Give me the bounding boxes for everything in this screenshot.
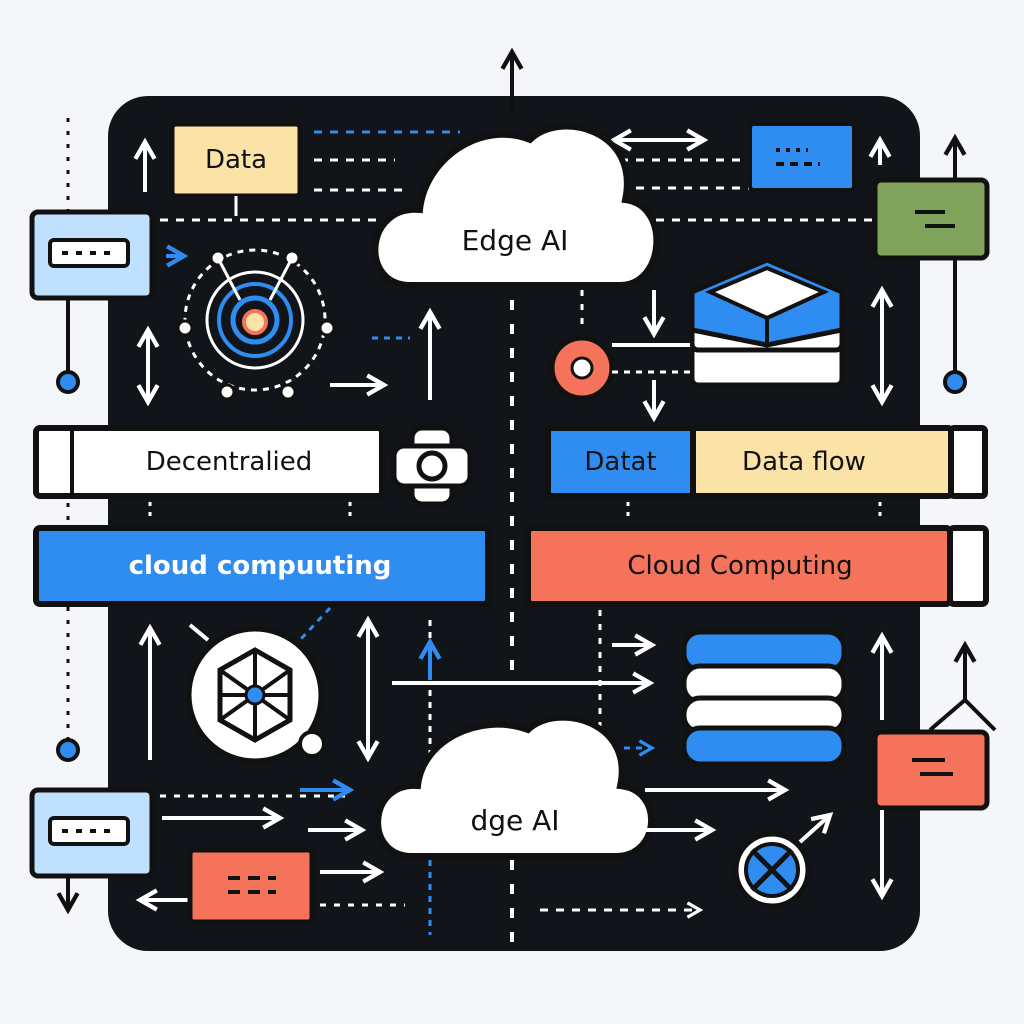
cloud-top	[372, 123, 660, 288]
left-blue-node-top	[56, 370, 80, 394]
right-roof	[928, 697, 997, 732]
cloud-computing-left-label: cloud compuuting	[128, 551, 392, 581]
right-orange-tab	[872, 729, 990, 811]
neural-sphere-icon	[176, 248, 336, 401]
cloud-computing-left-bar	[33, 525, 491, 607]
data-tag-label: Data	[204, 145, 268, 175]
decentralized-label: Decentralied	[145, 447, 313, 477]
blue-mini-tab	[748, 122, 856, 192]
list-bars-icon	[681, 629, 847, 767]
server-stack-icon	[689, 257, 845, 388]
right-green-tab	[872, 177, 990, 261]
edge-ai-top-label: Edge AI	[461, 223, 569, 257]
right-blue-node	[943, 370, 967, 394]
chip-small-node	[298, 730, 326, 758]
globe-x-icon	[733, 831, 811, 909]
decentralized-bar	[33, 425, 385, 499]
datat-label: Datat	[584, 447, 657, 477]
chip-grid-icon	[186, 626, 324, 764]
orange-node-icon	[549, 335, 615, 401]
left-blue-node-bottom	[56, 738, 80, 762]
orange-bottom-tag	[187, 847, 315, 925]
cloud-bottom	[375, 714, 655, 859]
edge-ai-bottom-label: dge AI	[470, 803, 560, 837]
data-flow-label: Data flow	[742, 447, 866, 477]
cloud-computing-right-label: Cloud Computing	[627, 551, 853, 581]
dpad-icon	[391, 425, 473, 507]
